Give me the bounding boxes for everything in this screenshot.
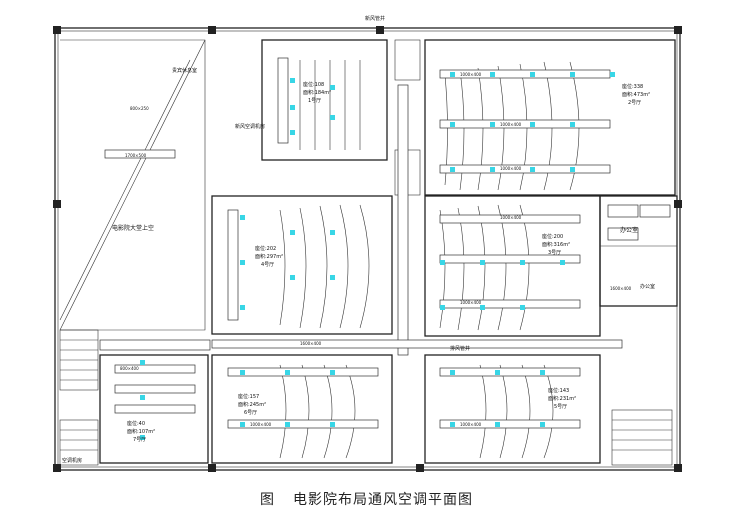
hall1-name: 1号厅	[308, 98, 321, 104]
hall1-area: 面积:184m²	[303, 89, 331, 96]
hall3-area: 面积:316m²	[542, 241, 570, 248]
hall2-area: 面积:473m²	[622, 91, 650, 98]
hall3-name: 3号厅	[548, 250, 561, 256]
building-outline	[54, 27, 681, 471]
figure-caption: 图 电影院布局通风空调平面图	[0, 489, 733, 509]
hall4-seats: 座位:202	[255, 245, 276, 252]
hall4-area: 面积:297m²	[255, 253, 283, 260]
hall-5	[424, 354, 601, 464]
hall-7	[99, 354, 209, 464]
hall5-seats: 座位:143	[548, 387, 569, 394]
hall5-area: 面积:231m²	[548, 395, 576, 402]
duct-label: 1600×400	[610, 286, 632, 291]
hall4-name: 4号厅	[261, 262, 274, 268]
column-grid	[53, 26, 682, 472]
hall2-name: 2号厅	[628, 100, 641, 106]
hall-2	[424, 39, 676, 196]
hall7-seats: 座位:40	[127, 420, 145, 427]
duct-label: 1000×400	[460, 422, 482, 427]
hall2-seats: 座位:338	[622, 83, 643, 90]
duct-label: 1000×400	[460, 72, 482, 77]
hall1-seats: 座位:108	[303, 81, 324, 88]
hall5-name: 5号厅	[554, 404, 567, 410]
hall6-seats: 座位:157	[238, 393, 259, 400]
duct-label: 1600×400	[300, 341, 322, 346]
duct-label: 1000×400	[460, 300, 482, 305]
exhaust-label: 排风管井	[450, 345, 470, 352]
hall-6	[211, 354, 393, 464]
building-inner-outline	[57, 30, 678, 468]
duct-label: 1000×400	[500, 215, 522, 220]
hall-1	[261, 39, 388, 161]
duct-label: 1000×400	[500, 122, 522, 127]
hall7-name: 7号厅	[133, 437, 146, 443]
vip-label: 贵宾休息室	[172, 67, 197, 74]
air-vents	[140, 72, 615, 440]
figure-title: 电影院布局通风空调平面图	[293, 492, 473, 508]
fresh-label: 新风管井	[365, 15, 385, 22]
office-block	[599, 195, 678, 307]
central-ducts	[99, 84, 623, 356]
hall6-name: 6号厅	[244, 410, 257, 416]
atrium-void	[59, 39, 206, 331]
hall3-seats: 座位:200	[542, 233, 563, 240]
duct-label: 1700×500	[125, 153, 147, 158]
room-labels: 电影院大堂上空 贵宾休息室 办公室 办公室 空调机房 新风空调机房 排风管井 新…	[62, 15, 655, 464]
duct-label: 1000×400	[500, 166, 522, 171]
ac-room-label: 空调机房	[62, 457, 82, 464]
office2-label: 办公室	[640, 283, 655, 290]
figure-number: 图	[260, 492, 275, 508]
atrium-label: 电影院大堂上空	[112, 224, 154, 232]
office-label: 办公室	[620, 226, 638, 234]
stair-cores	[59, 39, 673, 466]
duct-size-labels: 1700×500 1000×400 800×250 1000×400 1600×…	[120, 72, 632, 427]
hall6-area: 面积:245m²	[238, 401, 266, 408]
duct-label: 1000×400	[250, 422, 272, 427]
duct-main-atrium	[104, 149, 176, 159]
aircon-label: 新风空调机房	[235, 123, 265, 130]
hall7-area: 面积:107m²	[127, 428, 155, 435]
hall-4	[211, 195, 393, 335]
duct-label: 800×400	[120, 366, 139, 371]
duct-label: 800×250	[130, 106, 149, 111]
